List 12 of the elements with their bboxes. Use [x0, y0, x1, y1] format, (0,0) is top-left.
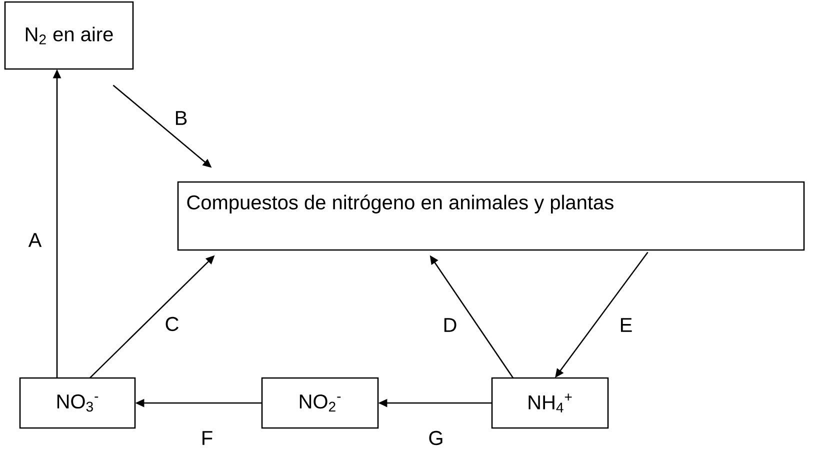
- edge-label: D: [442, 317, 458, 333]
- process-box: NH$_{4}$+: [491, 377, 609, 429]
- process-box: NO$_{3}$-: [19, 377, 136, 429]
- edge-label: E: [618, 317, 634, 333]
- edge-label: A: [27, 232, 43, 248]
- process-box: NO$_{2}$-: [261, 377, 379, 429]
- edge-label: C: [164, 316, 180, 332]
- edge-label: B: [173, 110, 189, 126]
- edge-label: F: [200, 430, 214, 446]
- process-box: Compuestos de nitrógeno en animales y plantas: [177, 181, 805, 251]
- edge-label: G: [427, 430, 445, 446]
- process-box: N$_{2}$ en aire: [4, 1, 134, 70]
